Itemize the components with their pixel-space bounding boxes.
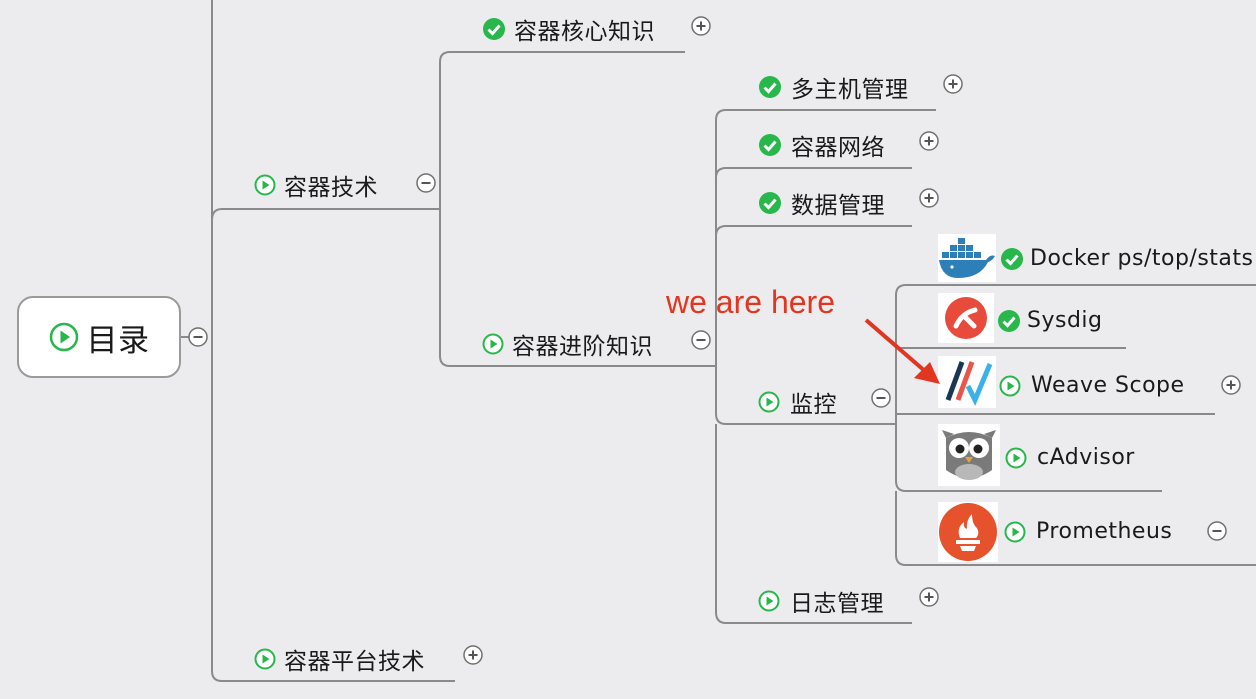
- node-label: 容器网络: [791, 135, 885, 161]
- play-icon: [999, 375, 1021, 396]
- play-icon: [49, 322, 78, 352]
- check-icon: [998, 309, 1020, 332]
- node-container-advanced[interactable]: 容器进阶知识: [482, 327, 653, 361]
- node-label: Prometheus: [1036, 519, 1173, 544]
- node-label: Docker ps/top/stats: [1030, 246, 1254, 271]
- tool-prometheus[interactable]: Prometheus: [1004, 519, 1172, 544]
- annotation-arrow-icon: [864, 318, 940, 384]
- check-icon: [759, 76, 781, 98]
- play-icon: [1005, 447, 1027, 468]
- tool-docker[interactable]: Docker ps/top/stats: [1000, 246, 1253, 271]
- expand-icon[interactable]: [943, 74, 963, 94]
- weave-scope-logo: [938, 356, 996, 408]
- node-container-core[interactable]: 容器核心知识: [482, 12, 655, 46]
- play-icon: [758, 391, 780, 413]
- play-icon: [254, 648, 276, 670]
- expand-icon[interactable]: [919, 188, 939, 208]
- check-icon: [483, 18, 505, 40]
- node-data-management[interactable]: 数据管理: [758, 186, 885, 220]
- root-label: 目录: [86, 322, 150, 359]
- docker-logo: [938, 234, 996, 282]
- prometheus-logo: [938, 502, 998, 562]
- check-icon: [759, 192, 781, 214]
- node-label: Sysdig: [1027, 308, 1103, 333]
- collapse-icon[interactable]: [1207, 521, 1227, 541]
- node-label: 容器技术: [284, 175, 378, 201]
- play-icon: [758, 590, 780, 612]
- node-label: 容器平台技术: [284, 649, 425, 675]
- node-container-platform[interactable]: 容器平台技术: [254, 642, 425, 676]
- check-icon: [1001, 247, 1023, 270]
- collapse-icon[interactable]: [188, 327, 208, 347]
- check-icon: [759, 134, 781, 156]
- node-label: Weave Scope: [1031, 373, 1185, 398]
- tool-weave-scope[interactable]: Weave Scope: [999, 373, 1185, 398]
- cadvisor-owl-logo: [938, 424, 1000, 486]
- node-log-management[interactable]: 日志管理: [758, 584, 884, 618]
- expand-icon[interactable]: [691, 16, 711, 36]
- collapse-icon[interactable]: [416, 173, 436, 193]
- node-container-network[interactable]: 容器网络: [758, 128, 885, 162]
- node-monitoring[interactable]: 监控: [758, 385, 837, 419]
- expand-icon[interactable]: [919, 587, 939, 607]
- sysdig-logo: [938, 293, 994, 343]
- node-label: 数据管理: [791, 193, 885, 219]
- node-label: 容器进阶知识: [512, 334, 653, 360]
- node-container-tech[interactable]: 容器技术: [254, 168, 378, 202]
- tool-cadvisor[interactable]: cAdvisor: [1005, 445, 1135, 470]
- collapse-icon[interactable]: [871, 388, 891, 408]
- expand-icon[interactable]: [919, 131, 939, 151]
- tool-sysdig[interactable]: Sysdig: [997, 308, 1103, 333]
- play-icon: [482, 333, 504, 355]
- play-icon: [254, 174, 276, 196]
- node-label: cAdvisor: [1037, 445, 1135, 470]
- expand-icon[interactable]: [1221, 375, 1241, 395]
- node-label: 监控: [790, 392, 837, 418]
- play-icon: [1004, 521, 1026, 542]
- expand-icon[interactable]: [463, 645, 483, 665]
- root-node[interactable]: 目录: [17, 296, 181, 378]
- node-label: 日志管理: [790, 591, 884, 617]
- node-label: 多主机管理: [791, 77, 909, 103]
- collapse-icon[interactable]: [691, 330, 711, 350]
- node-label: 容器核心知识: [514, 19, 655, 45]
- annotation-text: we are here: [666, 284, 835, 320]
- node-multi-host[interactable]: 多主机管理: [758, 70, 909, 104]
